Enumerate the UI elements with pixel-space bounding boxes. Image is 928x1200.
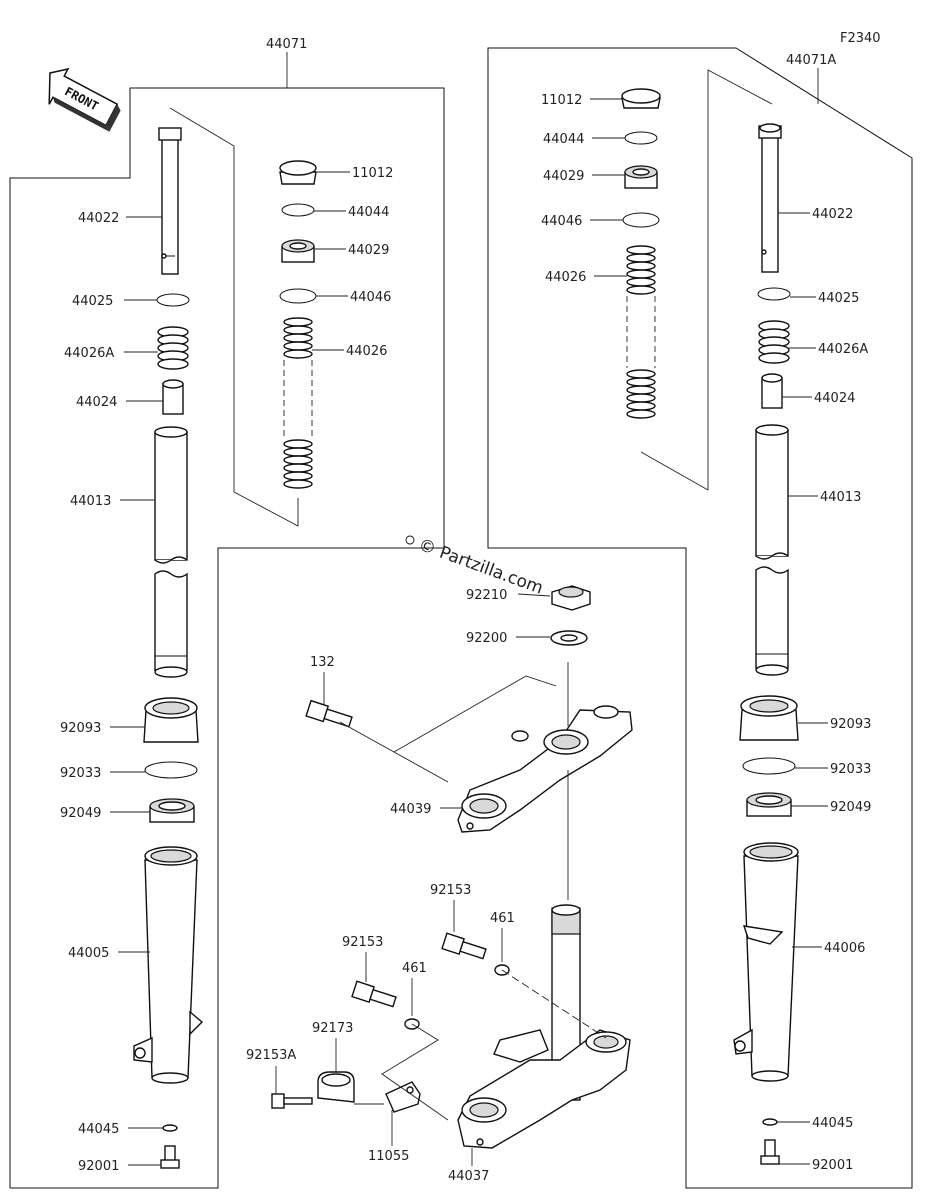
part-label-44037: 44037 [448,1169,489,1184]
right-collar [761,373,783,409]
right-ring-44044 [624,131,658,145]
part-label-44046: 44046 [541,214,582,229]
part-label-44005: 44005 [68,946,109,961]
right-assembly-label: 44071A [786,53,836,68]
left-ring-44044 [281,203,315,217]
part-label-44013: 44013 [820,490,861,505]
figure-code: F2340 [840,31,881,46]
part-label-44025: 44025 [72,294,113,309]
left-stopper-ring [144,761,198,779]
right-outer-tube [733,842,799,1082]
part-label-44013: 44013 [70,494,111,509]
left-assembly-label: 44071 [266,37,307,52]
lower-bracket [457,904,631,1149]
part-label-44039: 44039 [390,802,431,817]
left-collar [162,379,184,415]
part-label-44046: 44046 [350,290,391,305]
part-label-44044: 44044 [543,132,584,147]
bolt-92153-upper [441,932,487,960]
part-label-461: 461 [402,961,427,976]
part-label-11055: 11055 [368,1149,409,1164]
part-label-44026a: 44026A [64,346,114,361]
part-label-44022: 44022 [812,207,853,222]
part-label-44045: 44045 [812,1116,853,1131]
upper-bracket [457,705,633,833]
left-oil-seal [149,798,195,823]
right-washer [762,1118,778,1126]
right-fork-frame [487,47,913,1189]
part-label-44026: 44026 [346,344,387,359]
left-short-spring [157,326,189,370]
left-fork-parts [133,107,317,1169]
right-main-spring [626,245,656,419]
part-label-92173: 92173 [312,1021,353,1036]
part-label-44022: 44022 [78,211,119,226]
stem-washer [550,630,588,646]
part-label-132: 132 [310,655,335,670]
steering-labels: 92210 92200 132 44039 92153 461 92153 46… [246,588,551,1184]
right-damper-rod [758,123,782,273]
right-oil-seal [746,792,792,817]
part-label-44029: 44029 [348,243,389,258]
bracket-11055 [385,1081,421,1113]
part-label-92049: 92049 [830,800,871,815]
part-label-92153a: 92153A [246,1048,296,1063]
left-cap [279,160,317,185]
right-stopper-ring [742,757,796,775]
left-fork-labels: 44022 44025 44026A 44024 44013 92093 920… [60,166,393,1174]
left-dust-seal [143,697,199,743]
part-label-92033: 92033 [830,762,871,777]
left-inner-tube [154,426,188,678]
right-spacer-44029 [624,165,658,189]
part-label-92001: 92001 [78,1159,119,1174]
pinch-bolt [305,699,353,728]
right-bolt [760,1139,780,1165]
left-fork-frame [9,52,445,1189]
part-label-44026a: 44026A [818,342,868,357]
part-label-44025: 44025 [818,291,859,306]
left-ring-44046 [279,288,317,304]
part-label-44044: 44044 [348,205,389,220]
part-label-11012: 11012 [352,166,393,181]
right-fork-labels: 11012 44044 44029 44046 44026 44022 4402… [541,93,871,1173]
right-ring-44046 [622,212,660,228]
stem-nut [551,585,591,611]
part-label-44045: 44045 [78,1122,119,1137]
right-inner-tube [755,424,789,676]
right-dust-seal [739,695,799,741]
left-outer-tube [133,846,204,1084]
part-label-92033: 92033 [60,766,101,781]
part-label-92093: 92093 [60,721,101,736]
bolt-92153-lower [351,980,397,1008]
left-main-spring [283,317,313,489]
steering-parts [271,585,633,1149]
part-label-92001: 92001 [812,1158,853,1173]
part-label-44024: 44024 [76,395,117,410]
right-circlip [757,287,791,301]
right-fork-parts [621,69,799,1165]
left-damper-rod [158,127,182,275]
part-label-44026: 44026 [545,270,586,285]
left-bolt [160,1145,180,1169]
right-cap [621,88,661,109]
part-label-92153: 92153 [430,883,471,898]
part-label-461: 461 [490,911,515,926]
part-label-44006: 44006 [824,941,865,956]
right-short-spring [758,320,790,364]
left-spacer-44029 [281,239,315,263]
screw-92153A [271,1093,313,1109]
part-label-44029: 44029 [543,169,584,184]
part-label-92049: 92049 [60,806,101,821]
part-label-92210: 92210 [466,588,507,603]
part-label-92093: 92093 [830,717,871,732]
left-circlip [156,293,190,307]
part-label-92153: 92153 [342,935,383,950]
clamp-92173 [317,1071,355,1103]
part-label-11012: 11012 [541,93,582,108]
part-label-44024: 44024 [814,391,855,406]
part-label-92200: 92200 [466,631,507,646]
left-washer [162,1124,178,1132]
front-arrow: FRONT [48,67,121,132]
